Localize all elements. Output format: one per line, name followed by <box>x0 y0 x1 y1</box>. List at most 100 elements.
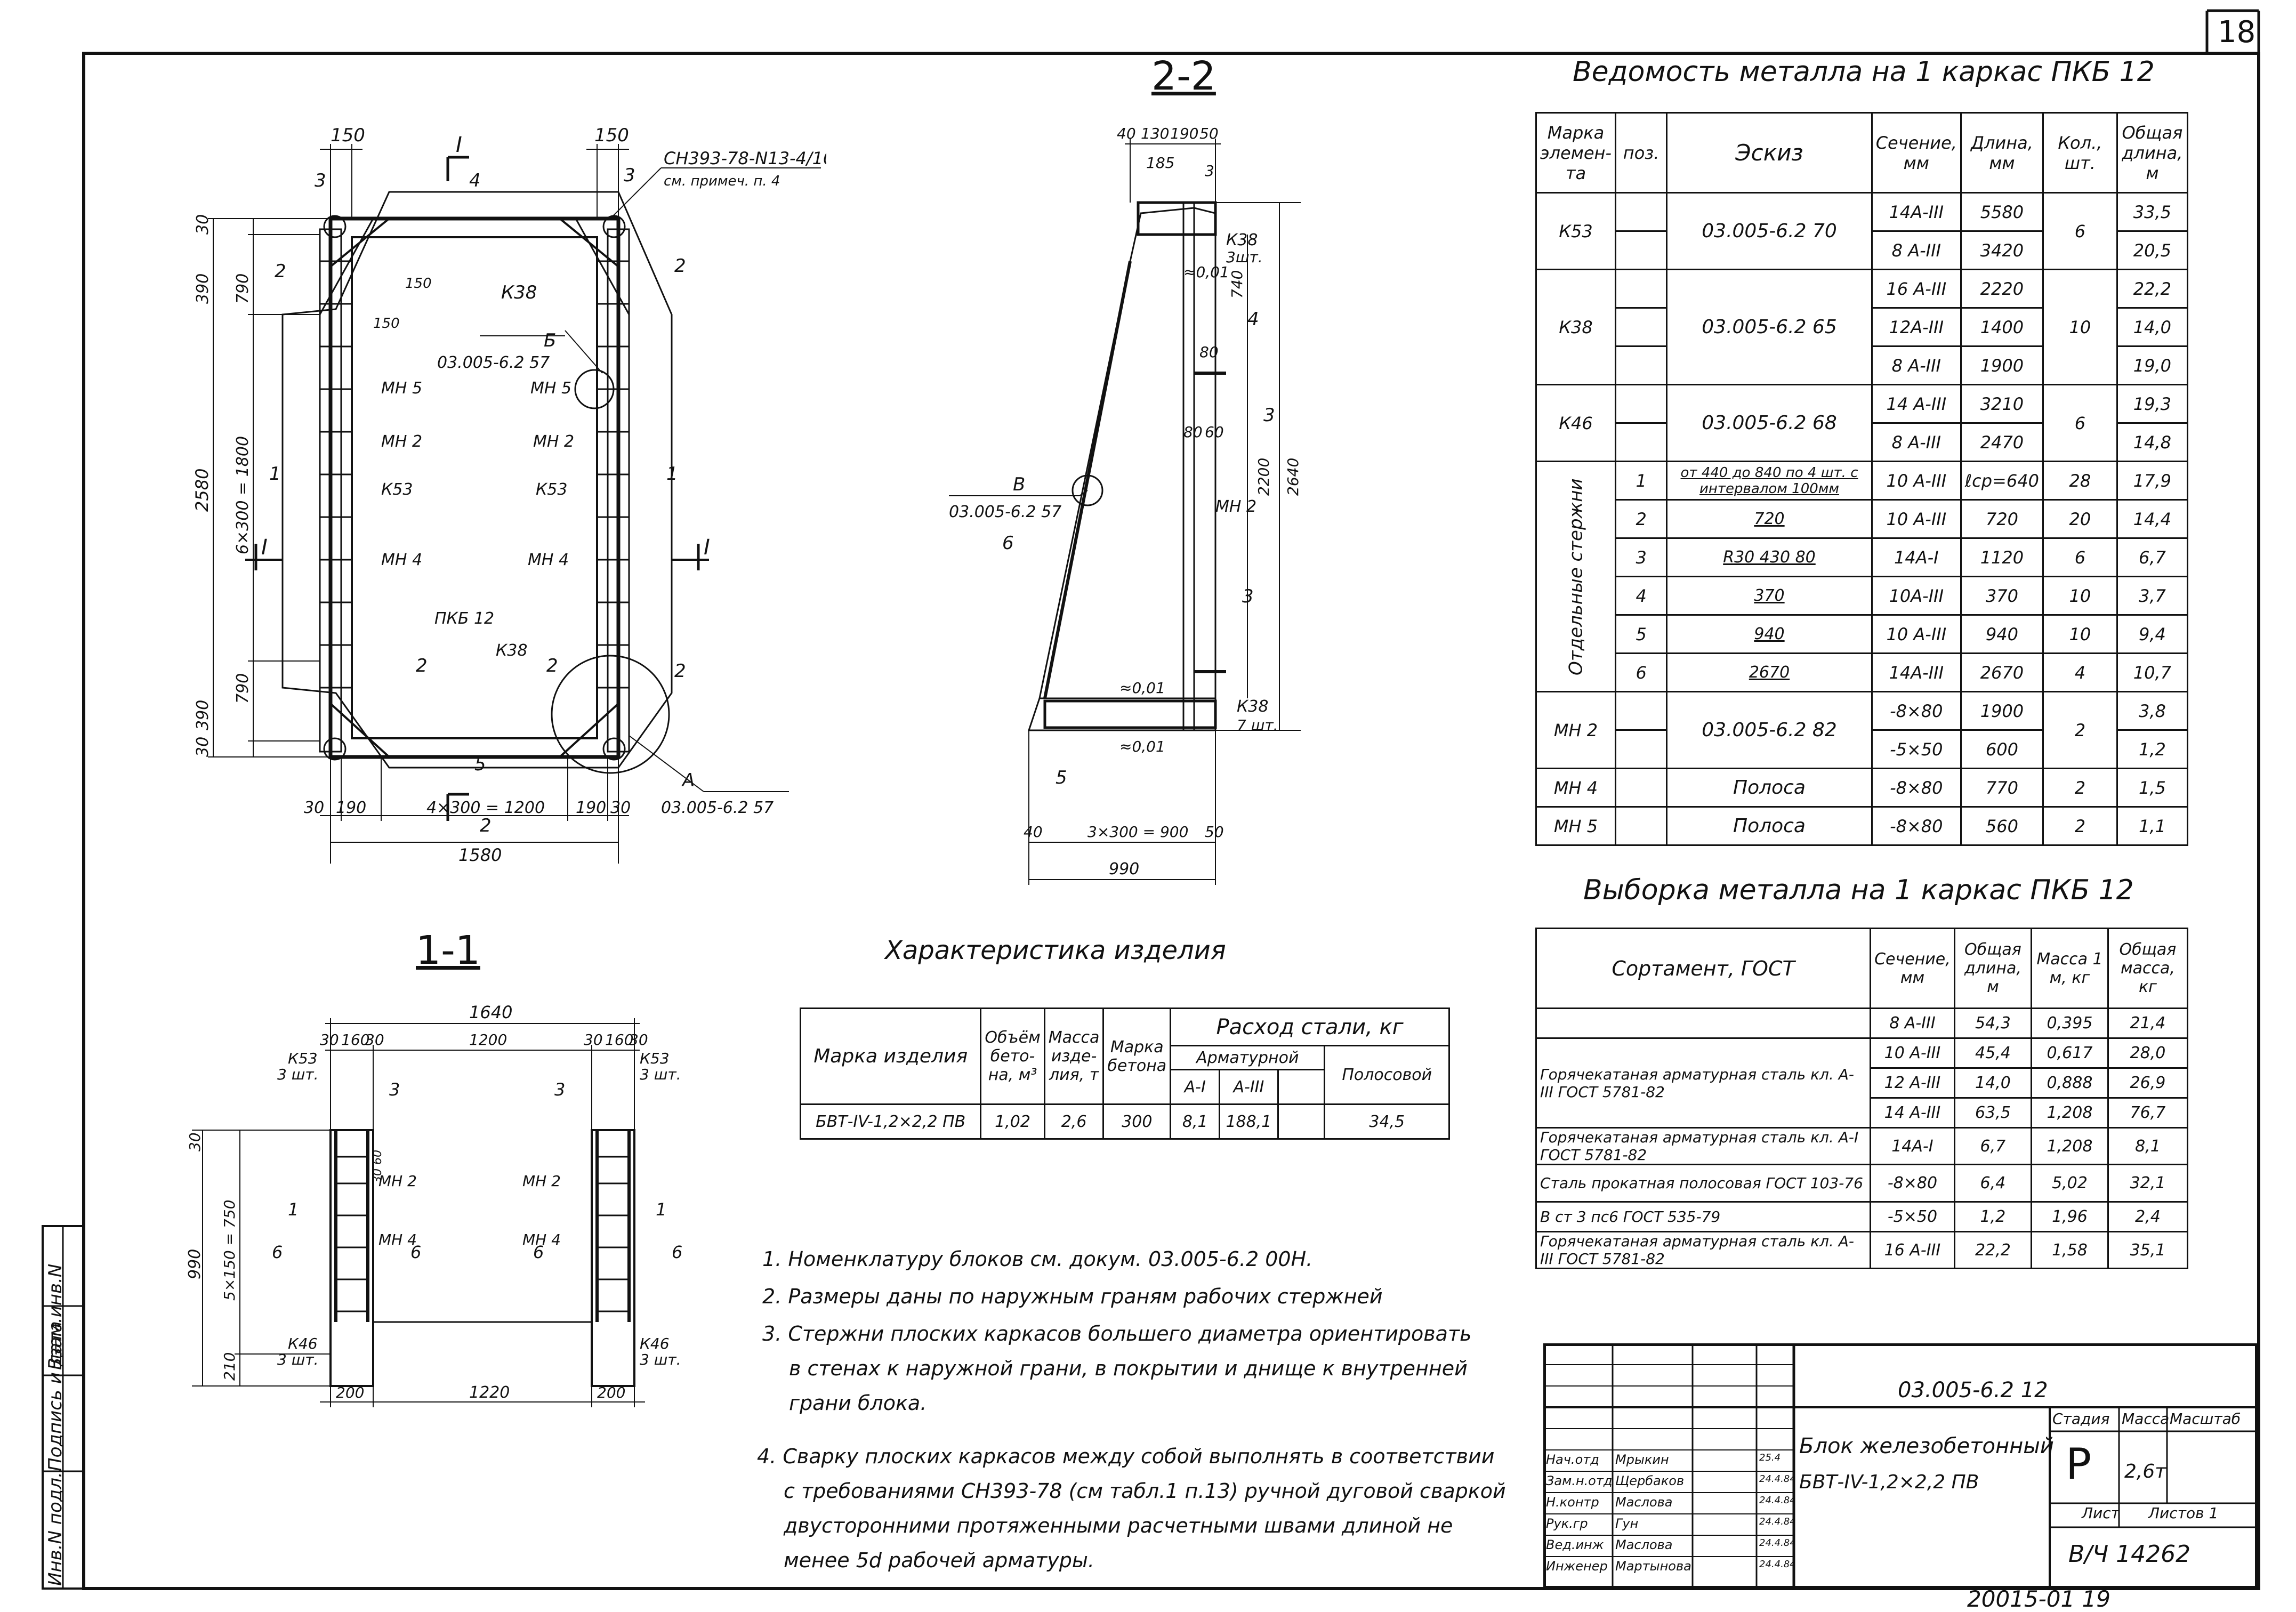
s11-pos6-left: 6 <box>272 1242 283 1262</box>
metal-list-total: 14,4 <box>2116 499 2189 539</box>
metal-selection-row: Горячекатаная арматурная сталь кл. А-III… <box>1535 1037 2189 1129</box>
ch-strip: 34,5 <box>1324 1103 1450 1140</box>
plan-k38-bottom: К38 <box>496 641 527 660</box>
ch-h-mass: Масса изде-лия, т <box>1043 1007 1105 1105</box>
note-4: 4. Сварку плоских каркасов между собой в… <box>757 1445 1495 1468</box>
plan-mh5-left: МН 5 <box>381 379 422 398</box>
metal-selection-mt: 32,1 <box>2107 1164 2189 1203</box>
metal-selection-m1: 0,888 <box>2031 1067 2109 1099</box>
s11-k46-left: К46 <box>288 1335 318 1352</box>
ms-h-m1: Масса 1 м, кг <box>2031 928 2109 1009</box>
metal-selection-name: Горячекатаная арматурная сталь кл. А-I Г… <box>1535 1127 1872 1165</box>
s11-v210: 210 <box>221 1352 238 1381</box>
stamp-archive: В/Ч 14262 <box>2068 1541 2191 1568</box>
s22-dim-50b: 50 <box>1205 823 1224 841</box>
ch-h-steel: Расход стали, кг <box>1170 1007 1450 1046</box>
plan-mh4-right: МН 4 <box>528 551 569 569</box>
plan-pos2-b: 2 <box>674 255 686 277</box>
plan-ref-b: Б <box>544 330 556 351</box>
metal-selection-name: Сталь прокатная полосовая ГОСТ 103-76 <box>1535 1164 1872 1203</box>
ms-h-mt: Общая масса, кг <box>2107 928 2189 1009</box>
stamp-person-date: 25.4 <box>1759 1452 1781 1463</box>
metal-list-mark: Отдельные стержни <box>1536 461 1616 692</box>
metal-list-total: 14,0 <box>2116 307 2189 347</box>
s11-30a: 30 <box>320 1031 339 1049</box>
metal-list-total: 1,2 <box>2116 729 2189 769</box>
metal-selection-len: 54,3 <box>1953 1007 2033 1039</box>
stamp-person-name: Маслова <box>1615 1537 1673 1552</box>
mh-sec: Сечение, мм <box>1871 112 1962 194</box>
metal-selection-m1: 5,02 <box>2031 1164 2109 1203</box>
metal-selection-sec: 14А-I <box>1870 1127 1955 1165</box>
plan-mh5-right: МН 5 <box>530 379 571 398</box>
mh-mark: Марка элемен-та <box>1535 112 1616 194</box>
s22-001-top: ≈0,01 <box>1183 263 1229 281</box>
note-3: 3. Стержни плоских каркасов большего диа… <box>762 1322 1472 1345</box>
plan-note-ref: СН393-78-N13-4/10-80 <box>664 148 826 168</box>
s11-mh2-right: МН 2 <box>522 1172 561 1190</box>
stamp-person-role: Зам.н.отд <box>1546 1473 1613 1488</box>
metal-selection-sec: 16 А-III <box>1870 1231 1955 1269</box>
metal-list-total: 1,1 <box>2116 806 2189 846</box>
ch-concrete: 300 <box>1102 1103 1172 1140</box>
metal-selection-mt: 26,9 <box>2107 1067 2189 1099</box>
stamp-stage-h: Стадия <box>2052 1410 2110 1428</box>
metal-selection-row: Сталь прокатная полосовая ГОСТ 103-76-8×… <box>1535 1164 2189 1203</box>
bottom-code: 20015-01 19 <box>1967 1586 2111 1612</box>
s22-mh2: МН 2 <box>1215 497 1256 516</box>
ms-h-name: Сортамент, ГОСТ <box>1535 928 1872 1009</box>
s11-1640: 1640 <box>469 1002 512 1022</box>
plan-b190-left: 190 <box>336 799 366 817</box>
metal-list-pos <box>1614 192 1668 232</box>
metal-list-title: Ведомость металла на 1 каркас ПКБ 12 <box>1573 56 2155 88</box>
stamp-scale-h: Масштаб <box>2170 1410 2241 1428</box>
plan-k53-left: К53 <box>381 480 413 499</box>
metal-selection-mt: 8,1 <box>2107 1127 2189 1165</box>
s11-b200-right: 200 <box>597 1384 625 1401</box>
section-11-title: 1-1 <box>416 928 480 973</box>
stamp-person-role: Вед.инж <box>1546 1537 1604 1552</box>
metal-list-total: 19,0 <box>2116 345 2189 385</box>
metal-list-total: 22,2 <box>2116 269 2189 309</box>
plan-drawing: 150 150 3 4 3 СН393-78-N13-4/10-80 см. п… <box>192 128 826 864</box>
metal-list-sketch: Полоса <box>1666 806 1873 846</box>
metal-list-mark: К53 <box>1535 192 1616 270</box>
metal-selection-header: Сортамент, ГОСТ Сечение, мм Общая длина,… <box>1535 928 2189 1009</box>
note-1: 1. Номенклатуру блоков см. докум. 03.005… <box>762 1247 1313 1271</box>
metal-list-total: 17,9 <box>2116 461 2189 501</box>
plan-pos3-right: 3 <box>624 165 635 186</box>
stamp-person-role: Рук.гр <box>1546 1516 1588 1531</box>
metal-selection-row: Горячекатаная арматурная сталь кл. А-III… <box>1535 1231 2189 1269</box>
metal-selection-row: Горячекатаная арматурная сталь кл. А-I Г… <box>1535 1127 2189 1165</box>
metal-selection-m1: 1,208 <box>2031 1097 2109 1129</box>
side-strip-inv: Инв.N подл. <box>45 1472 66 1586</box>
plan-top-150-right: 150 <box>594 128 629 146</box>
metal-list-sec: 10 А-III <box>1871 499 1962 539</box>
s11-k53-right: К53 <box>640 1050 670 1067</box>
plan-b190-right: 190 <box>576 799 606 817</box>
metal-list-pos <box>1614 729 1668 769</box>
metal-selection-m1: 0,617 <box>2031 1037 2109 1069</box>
plan-pkb12: ПКБ 12 <box>434 609 494 628</box>
s22-k38-bottom: К38 <box>1237 697 1268 716</box>
metal-list-sec: -8×80 <box>1871 768 1962 808</box>
s22-pos6: 6 <box>1002 533 1014 554</box>
metal-list-qty: 10 <box>2042 576 2118 616</box>
s11-pos6-right: 6 <box>672 1242 682 1262</box>
s22-7sht: 7 шт. <box>1237 716 1278 734</box>
metal-list-total: 6,7 <box>2116 537 2189 577</box>
ch-volume: 1,02 <box>980 1103 1045 1140</box>
stamp-person-name: Мрыкин <box>1615 1452 1669 1467</box>
plan-k38: К38 <box>501 282 537 303</box>
metal-list-qty: 2 <box>2042 691 2118 769</box>
metal-selection-name: Горячекатаная арматурная сталь кл. А-III… <box>1535 1231 1872 1269</box>
plan-pos2-c: 2 <box>416 655 428 676</box>
metal-list-pos: 3 <box>1614 537 1668 577</box>
